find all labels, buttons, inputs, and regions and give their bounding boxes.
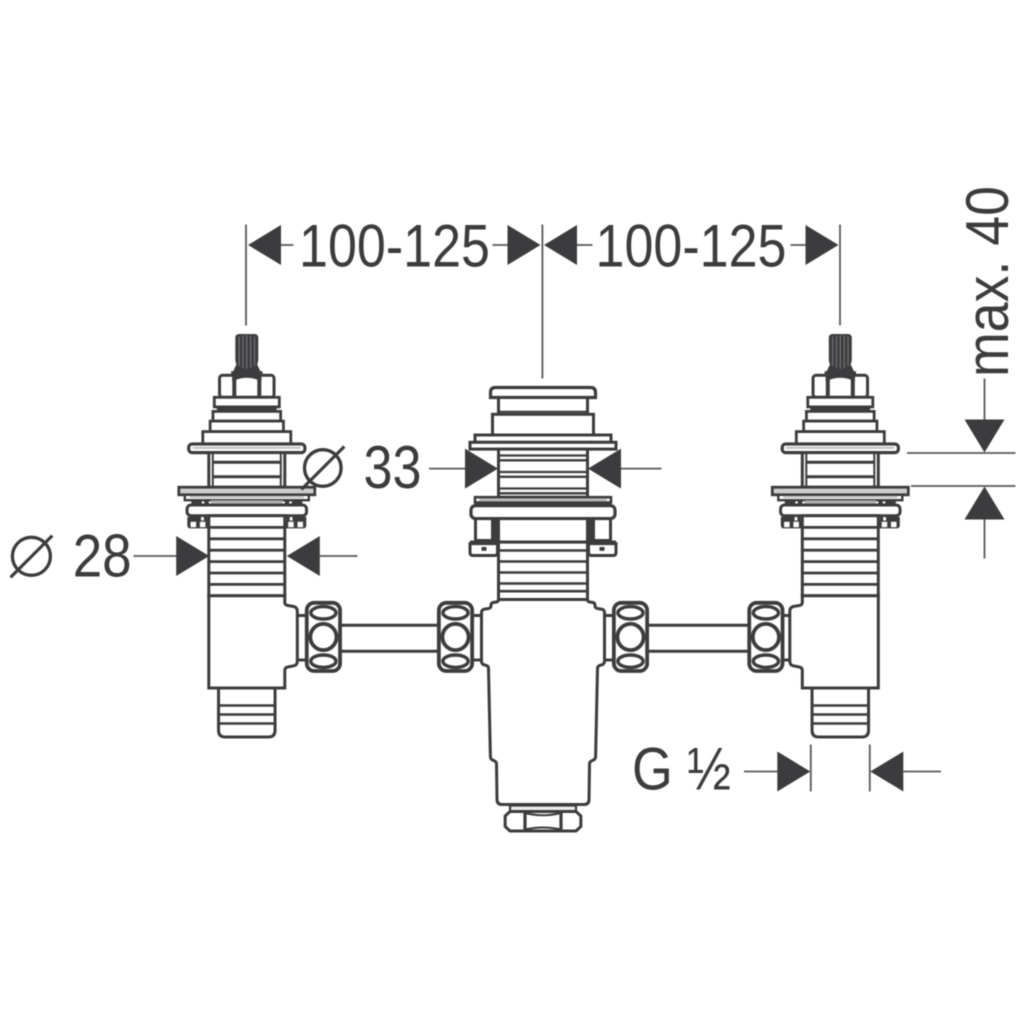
- svg-text:28: 28: [73, 522, 132, 589]
- svg-text:33: 33: [364, 434, 422, 501]
- svg-text:100-125: 100-125: [596, 213, 787, 280]
- svg-text:max. 40: max. 40: [954, 186, 1021, 377]
- svg-text:G ½: G ½: [632, 736, 731, 803]
- svg-text:100-125: 100-125: [299, 213, 490, 280]
